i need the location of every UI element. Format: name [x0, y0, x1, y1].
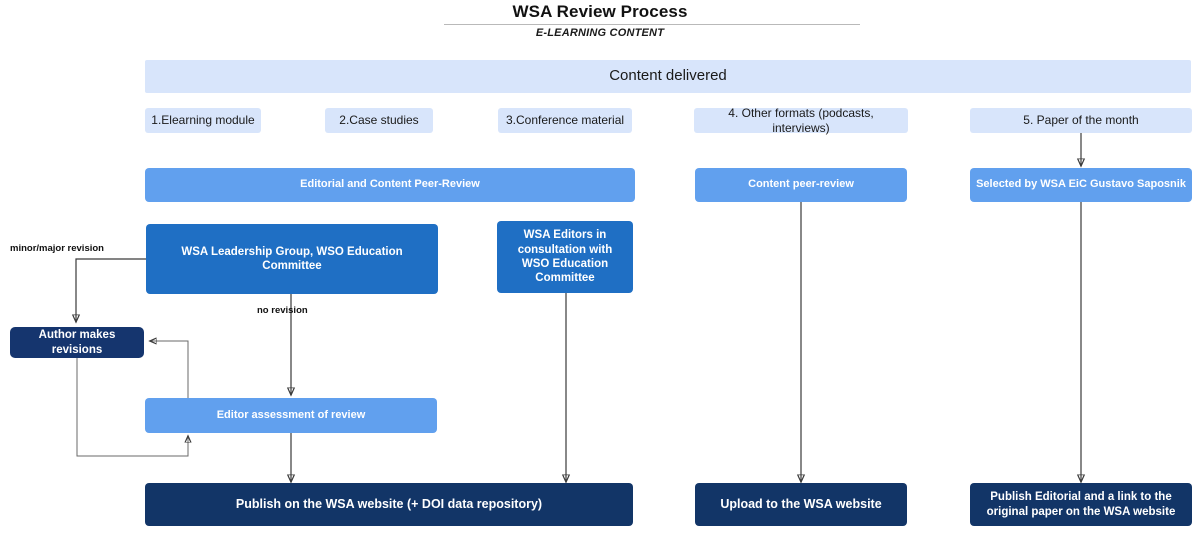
- editor-assessment-of-review-box[interactable]: Editor assessment of review: [145, 398, 437, 433]
- review-selected-by-wsa-eic[interactable]: Selected by WSA EiC Gustavo Saposnik: [970, 168, 1192, 202]
- title-divider: [444, 24, 860, 25]
- review-editorial-and-content-peer-review[interactable]: Editorial and Content Peer-Review: [145, 168, 635, 202]
- reviewer-wsa-leadership-group[interactable]: WSA Leadership Group, WSO Education Comm…: [146, 224, 438, 294]
- author-makes-revisions-box[interactable]: Author makes revisions: [10, 327, 144, 358]
- page-title: WSA Review Process: [512, 2, 688, 21]
- content-type-1-elearning-module[interactable]: 1.Elearning module: [145, 108, 261, 133]
- wire-editor-assessment-to-author: [150, 341, 189, 398]
- edge-label-minor-major-revision: minor/major revision: [10, 243, 104, 254]
- outcome-upload-to-wsa-website[interactable]: Upload to the WSA website: [695, 483, 907, 526]
- content-delivered-banner: Content delivered: [145, 60, 1191, 93]
- reviewer-wsa-editors-wso-education-committee[interactable]: WSA Editors in consultation with WSO Edu…: [497, 221, 633, 293]
- content-type-5-paper-of-the-month[interactable]: 5. Paper of the month: [970, 108, 1192, 133]
- wire-minor-major-revision: [76, 258, 148, 322]
- content-type-2-case-studies[interactable]: 2.Case studies: [325, 108, 433, 133]
- wire-author-to-editor-assessment: [76, 358, 188, 457]
- content-type-4-other-formats[interactable]: 4. Other formats (podcasts, interviews): [694, 106, 908, 135]
- edge-label-no-revision: no revision: [257, 305, 308, 316]
- content-type-3-conference-material[interactable]: 3.Conference material: [498, 108, 632, 133]
- review-content-peer-review[interactable]: Content peer-review: [695, 168, 907, 202]
- page-subtitle: E-LEARNING CONTENT: [535, 27, 665, 39]
- outcome-publish-editorial-link[interactable]: Publish Editorial and a link to the orig…: [970, 483, 1192, 526]
- outcome-publish-on-wsa-website[interactable]: Publish on the WSA website (+ DOI data r…: [145, 483, 633, 526]
